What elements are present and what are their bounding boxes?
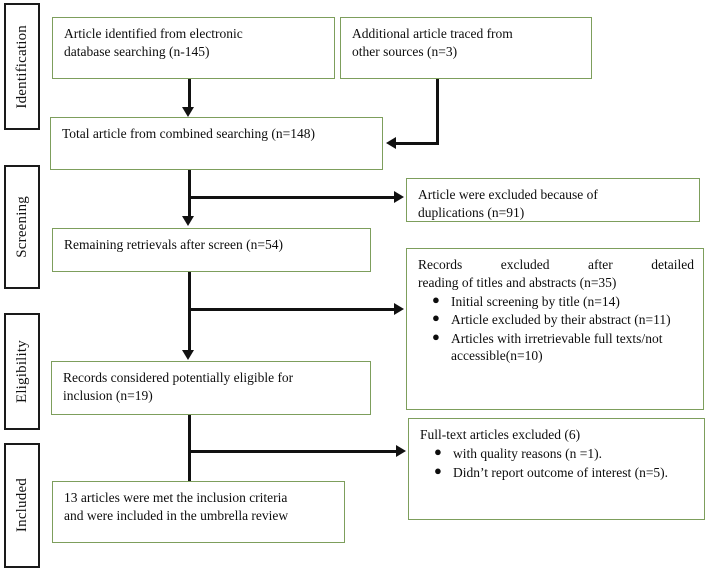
connector-remaining-to-eligible [188, 272, 191, 352]
node-remaining-after-screen-line1: Remaining retrievals after screen (n=54) [64, 237, 284, 252]
connector-total-to-remaining [188, 170, 191, 218]
node-other-sources-line2: other sources (n=3) [352, 43, 458, 59]
node-potentially-eligible: Records considered potentially eligible … [51, 361, 371, 415]
stage-label-screening: Screening [13, 196, 30, 258]
node-total-combined-line1: Total article from combined searching (n… [62, 126, 315, 141]
node-records-excluded-line1: Records excluded after detailed [418, 257, 694, 272]
node-total-combined: Total article from combined searching (n… [50, 117, 383, 170]
stage-box-identification: Identification [4, 3, 40, 130]
stage-box-screening: Screening [4, 165, 40, 289]
list-item: ● Initial screening by title (n=14) [432, 292, 694, 310]
list-item-label: Articles with irretrievable full texts/n… [451, 330, 663, 363]
node-fulltext-excluded-line1: Full-text articles excluded (6) [420, 427, 581, 442]
node-records-excluded-detailed: Records excluded after detailed reading … [406, 248, 704, 410]
connector-to-fulltext-excluded [188, 450, 398, 453]
node-other-sources-line1: Additional article traced from [352, 26, 513, 41]
node-fulltext-excluded: Full-text articles excluded (6) ● with q… [408, 418, 705, 520]
stage-label-eligibility: Eligibility [13, 339, 30, 404]
bullet-glyph-icon: ● [432, 291, 440, 307]
list-item: ● Didn’t report outcome of interest (n=5… [434, 463, 695, 481]
arrowhead-other-sources-to-total [386, 137, 396, 149]
node-potentially-eligible-line2: inclusion (n=19) [63, 387, 153, 403]
connector-other-sources-vertical [436, 79, 439, 145]
list-item: ● Article excluded by their abstract (n=… [432, 310, 694, 328]
list-item: ● with quality reasons (n =1). [434, 444, 695, 462]
arrowhead-remaining-to-eligible [182, 350, 194, 360]
fulltext-excluded-bullet-list: ● with quality reasons (n =1). ● Didn’t … [420, 444, 695, 481]
connector-to-records-excluded [188, 308, 396, 311]
arrowhead-to-fulltext-excluded [396, 445, 406, 457]
node-other-sources: Additional article traced from other sou… [340, 17, 592, 79]
list-item-label: Initial screening by title (n=14) [451, 293, 620, 309]
bullet-glyph-icon: ● [432, 328, 440, 344]
node-records-excluded-line2: reading of titles and abstracts (n=35) [418, 274, 617, 290]
stage-box-eligibility: Eligibility [4, 313, 40, 430]
connector-search-to-total [188, 79, 191, 109]
node-duplicates-excluded-line1: Article were excluded because of [418, 187, 598, 202]
arrowhead-search-to-total [182, 107, 194, 117]
list-item-label: Didn’t report outcome of interest (n=5). [453, 464, 669, 480]
list-item-label: with quality reasons (n =1). [453, 446, 602, 462]
node-duplicates-excluded-line2: duplications (n=91) [418, 204, 525, 220]
node-database-search-line2: database searching (n-145) [64, 43, 210, 59]
connector-to-duplicates [188, 196, 396, 199]
node-database-search-line1: Article identified from electronic [64, 26, 243, 41]
node-included-final-line2: and were included in the umbrella review [64, 507, 289, 523]
node-remaining-after-screen: Remaining retrievals after screen (n=54) [52, 228, 371, 272]
bullet-glyph-icon: ● [434, 444, 442, 460]
arrowhead-total-to-remaining [182, 216, 194, 226]
connector-other-sources-horizontal [396, 142, 439, 145]
stage-label-included: Included [13, 478, 30, 533]
node-duplicates-excluded: Article were excluded because of duplica… [406, 178, 700, 222]
connector-eligible-to-included [188, 415, 191, 483]
node-database-search: Article identified from electronic datab… [52, 17, 335, 79]
arrowhead-to-records-excluded [394, 303, 404, 315]
bullet-glyph-icon: ● [432, 310, 440, 326]
list-item-label: Article excluded by their abstract (n=11… [451, 312, 671, 328]
node-potentially-eligible-line1: Records considered potentially eligible … [63, 370, 294, 385]
node-included-final: 13 articles were met the inclusion crite… [52, 481, 345, 543]
stage-label-identification: Identification [13, 24, 30, 109]
list-item: ● Articles with irretrievable full texts… [432, 329, 694, 364]
stage-box-included: Included [4, 443, 40, 568]
bullet-glyph-icon: ● [434, 462, 442, 478]
arrowhead-to-duplicates [394, 191, 404, 203]
records-excluded-bullet-list: ● Initial screening by title (n=14) ● Ar… [418, 292, 694, 364]
node-included-final-line1: 13 articles were met the inclusion crite… [64, 490, 288, 505]
